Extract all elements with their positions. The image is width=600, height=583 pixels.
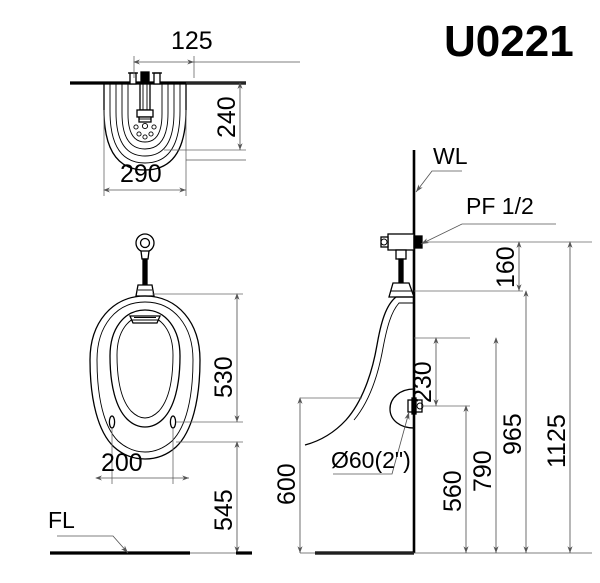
side-dim-160: 160 — [492, 241, 522, 291]
front-fl-text: FL — [48, 507, 75, 533]
side-outlet-spigot — [407, 397, 424, 415]
side-outlet-text: Ø60(2") — [331, 447, 411, 473]
front-elevation-view: 530 200 545 FL — [48, 233, 252, 555]
front-dim-200-text: 200 — [101, 449, 143, 477]
side-pf-text: PF 1/2 — [466, 193, 534, 219]
front-flush-pipe — [135, 233, 155, 297]
plan-dim-125-text: 125 — [171, 27, 213, 55]
plan-bowl-outline — [103, 83, 187, 171]
plan-view: 125 240 290 — [70, 27, 300, 196]
plan-bowl-inner-2 — [115, 83, 175, 157]
side-trap-housing — [389, 388, 415, 429]
side-dim-560-text: 560 — [439, 470, 467, 512]
plan-mount-bolt-left — [128, 72, 138, 85]
front-dim-545-text: 545 — [210, 489, 238, 531]
front-fixing-hole-right — [169, 415, 177, 429]
plan-dim-290-text: 290 — [120, 160, 162, 188]
side-pf-label: PF 1/2 — [420, 193, 556, 245]
side-outlet-label: Ø60(2") — [331, 411, 411, 475]
plan-dim-240: 240 — [164, 82, 246, 151]
front-rim-line-1 — [96, 301, 194, 453]
side-dim-160-text: 160 — [492, 246, 520, 288]
side-wl-text: WL — [433, 143, 468, 169]
plan-dim-240-text: 240 — [213, 96, 241, 138]
side-dim-965-text: 965 — [499, 413, 527, 455]
plan-bowl-inner-3 — [121, 83, 169, 150]
side-dim-1125: 1125 — [543, 241, 573, 553]
front-spreader — [129, 315, 161, 324]
front-fl-label: FL — [48, 507, 129, 554]
side-dim-1125-text: 1125 — [543, 414, 571, 468]
plan-spreader-assembly — [136, 71, 154, 123]
side-dim-965: 965 — [499, 290, 529, 553]
title-text: U0221 — [444, 17, 574, 66]
plan-dim-290: 290 — [103, 110, 246, 196]
front-dim-530-text: 530 — [210, 356, 238, 398]
side-dim-230-text: 230 — [409, 361, 437, 403]
front-dim-200: 200 — [95, 428, 189, 484]
side-dim-790-text: 790 — [469, 450, 497, 492]
plan-bowl-inner-1 — [109, 83, 181, 164]
side-dim-790: 790 — [469, 337, 499, 553]
side-body-inner-profile — [353, 302, 414, 421]
drawing-title: U0221 — [444, 17, 574, 66]
front-fixing-hole-left — [108, 415, 116, 429]
plan-bowl-inner-4 — [127, 83, 163, 143]
front-body-outline — [89, 295, 201, 460]
side-dim-600: 600 — [273, 397, 362, 553]
front-dim-545: 545 — [176, 441, 243, 553]
front-bowl-opening — [109, 309, 181, 428]
plan-mount-bolt-right — [152, 72, 162, 85]
side-dim-560: 560 — [439, 405, 469, 553]
front-bowl-inner — [116, 315, 174, 419]
plan-dim-125: 125 — [133, 27, 300, 78]
side-flush-valve — [380, 233, 423, 298]
side-dim-230: 230 — [409, 337, 439, 406]
side-wl-label: WL — [415, 143, 468, 193]
side-dim-600-text: 600 — [273, 463, 301, 505]
side-body-front-profile — [304, 296, 414, 446]
plan-spray-holes — [133, 122, 157, 140]
side-elevation-view: WL PF 1/2 Ø60(2") 600 160 — [273, 143, 592, 555]
front-dim-530: 530 — [152, 293, 243, 423]
